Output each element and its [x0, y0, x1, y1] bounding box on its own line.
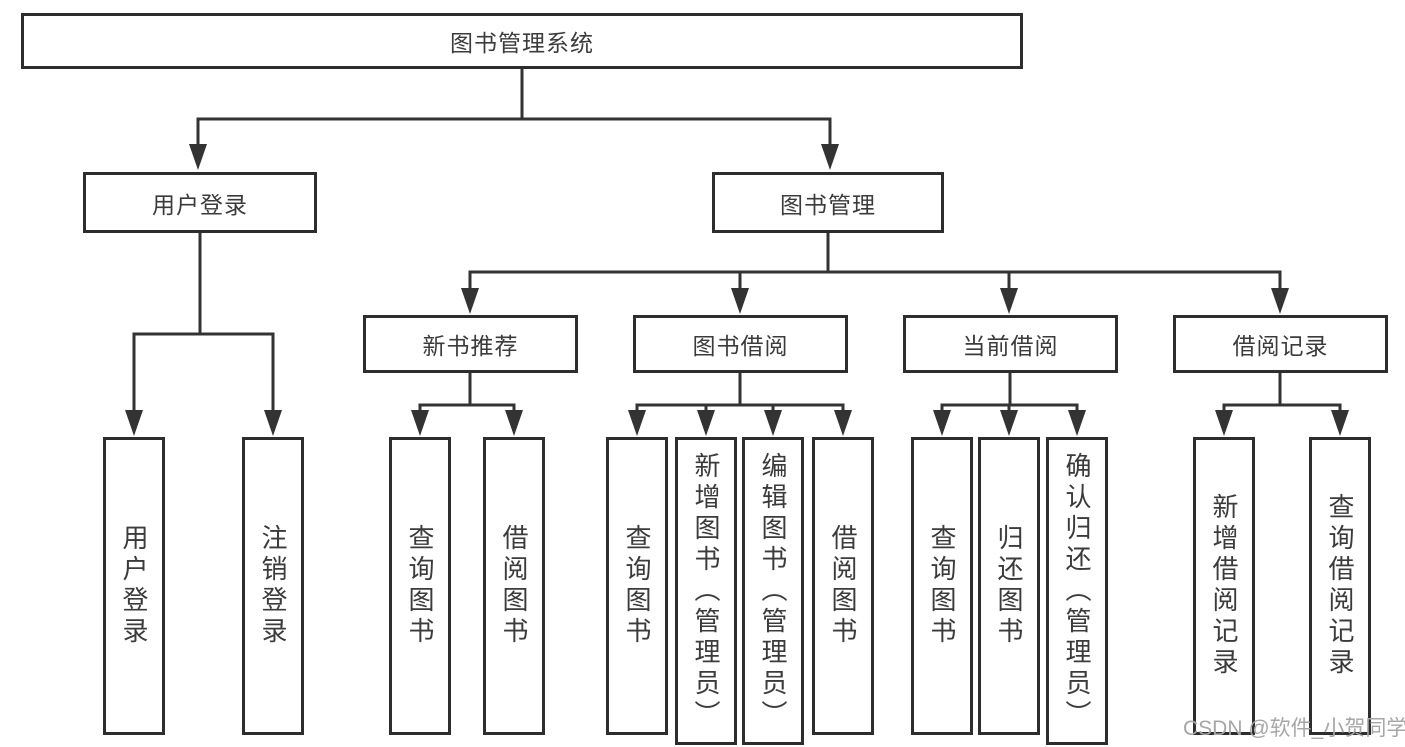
leaf-rec-query-book: 查询图书: [389, 437, 451, 735]
leaf-logout: 注销登录: [242, 437, 304, 735]
node-new-book-recommend-label: 新书推荐: [422, 333, 519, 359]
watermark: CSDN @软件_小贺同学: [1183, 717, 1405, 740]
arrowheads-group: [125, 144, 1349, 436]
node-current-borrow-label: 当前借阅: [962, 333, 1059, 359]
node-root-label: 图书管理系统: [450, 30, 594, 56]
node-book-borrow-label: 图书借阅: [692, 333, 789, 359]
leaf-br-add-record-label: 新增借阅记录: [1209, 493, 1239, 679]
leaf-bb-query-book: 查询图书: [606, 437, 668, 735]
leaf-rec-borrow-book-label: 借阅图书: [499, 524, 529, 648]
leaf-cb-query-book-label: 查询图书: [927, 524, 957, 648]
leaf-rec-query-book-label: 查询图书: [405, 524, 435, 648]
node-root: 图书管理系统: [21, 13, 1023, 69]
leaf-bb-borrow-book-label: 借阅图书: [828, 524, 858, 648]
node-book-borrow: 图书借阅: [633, 315, 848, 373]
node-user-login-label: 用户登录: [152, 191, 248, 218]
leaf-user-login-label: 用户登录: [119, 524, 149, 648]
leaf-bb-query-book-label: 查询图书: [622, 524, 652, 648]
leaf-bb-edit-book-admin-label: 编辑图书（管理员）: [758, 451, 788, 731]
node-borrow-records-label: 借阅记录: [1232, 333, 1329, 359]
node-current-borrow: 当前借阅: [903, 315, 1118, 373]
leaf-cb-return-book: 归还图书: [978, 437, 1040, 735]
leaf-br-add-record: 新增借阅记录: [1193, 437, 1255, 735]
leaf-br-query-record-label: 查询借阅记录: [1325, 493, 1355, 679]
leaf-bb-borrow-book: 借阅图书: [812, 437, 874, 735]
node-book-management-label: 图书管理: [780, 191, 876, 218]
node-book-management: 图书管理: [712, 172, 944, 233]
leaf-cb-confirm-return-admin: 确认归还（管理员）: [1046, 437, 1108, 745]
leaf-cb-confirm-return-admin-label: 确认归还（管理员）: [1062, 451, 1092, 731]
node-user-login: 用户登录: [83, 172, 317, 233]
leaf-bb-add-book-admin-label: 新增图书（管理员）: [691, 451, 721, 731]
node-new-book-recommend: 新书推荐: [363, 315, 578, 373]
leaf-logout-label: 注销登录: [258, 524, 288, 648]
leaf-bb-add-book-admin: 新增图书（管理员）: [675, 437, 737, 745]
leaf-cb-return-book-label: 归还图书: [994, 524, 1024, 648]
leaf-bb-edit-book-admin: 编辑图书（管理员）: [742, 437, 804, 745]
leaf-br-query-record: 查询借阅记录: [1309, 437, 1371, 735]
leaf-user-login: 用户登录: [103, 437, 165, 735]
node-borrow-records: 借阅记录: [1173, 315, 1388, 373]
leaf-cb-query-book: 查询图书: [911, 437, 973, 735]
leaf-rec-borrow-book: 借阅图书: [483, 437, 545, 735]
